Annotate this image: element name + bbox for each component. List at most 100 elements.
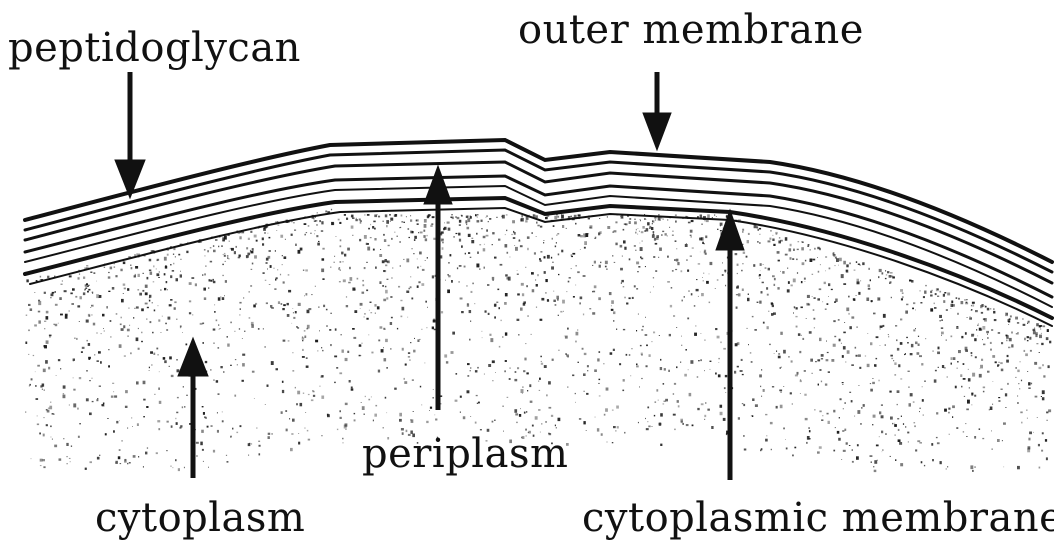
speckle bbox=[521, 215, 523, 217]
speckle bbox=[181, 259, 182, 260]
speckle bbox=[178, 254, 180, 256]
speckle bbox=[259, 445, 261, 447]
speckle bbox=[818, 271, 820, 273]
speckle bbox=[476, 233, 478, 235]
speckle bbox=[321, 230, 323, 232]
speckle bbox=[889, 391, 891, 393]
speckle bbox=[288, 274, 290, 275]
speckle bbox=[442, 242, 444, 244]
speckle bbox=[603, 363, 605, 364]
speckle bbox=[218, 246, 219, 248]
speckle bbox=[806, 318, 807, 319]
speckle bbox=[642, 241, 643, 242]
speckle bbox=[347, 351, 349, 353]
speckle bbox=[110, 267, 113, 270]
speckle bbox=[76, 338, 78, 340]
speckle bbox=[501, 320, 502, 321]
speckle bbox=[949, 434, 950, 435]
speckle bbox=[410, 219, 412, 221]
speckle bbox=[89, 380, 91, 381]
speckle bbox=[551, 266, 554, 269]
speckle bbox=[525, 267, 526, 268]
speckle bbox=[149, 300, 150, 301]
speckle bbox=[972, 302, 975, 304]
speckle bbox=[624, 297, 626, 299]
speckle bbox=[339, 222, 341, 224]
speckle bbox=[778, 356, 781, 359]
speckle bbox=[383, 234, 385, 236]
speckle bbox=[479, 244, 481, 245]
speckle bbox=[195, 283, 197, 286]
speckle bbox=[46, 424, 48, 426]
speckle bbox=[635, 250, 636, 251]
speckle bbox=[390, 221, 391, 222]
speckle bbox=[531, 272, 534, 275]
speckle bbox=[948, 412, 949, 414]
speckle bbox=[545, 292, 546, 293]
speckle bbox=[802, 262, 805, 265]
speckle bbox=[841, 343, 842, 344]
speckle bbox=[497, 289, 499, 291]
speckle bbox=[73, 403, 76, 407]
speckle bbox=[170, 264, 172, 265]
speckle bbox=[130, 352, 132, 354]
speckle bbox=[792, 258, 794, 260]
speckle bbox=[102, 314, 105, 317]
speckle bbox=[340, 245, 342, 247]
speckle bbox=[362, 280, 363, 282]
speckle bbox=[459, 220, 461, 223]
speckle bbox=[846, 270, 849, 273]
speckle bbox=[355, 219, 357, 221]
speckle bbox=[326, 325, 327, 327]
speckle bbox=[773, 235, 774, 236]
speckle bbox=[312, 390, 313, 392]
speckle bbox=[656, 235, 659, 238]
speckle bbox=[35, 385, 37, 387]
speckle bbox=[805, 418, 808, 420]
speckle bbox=[819, 411, 821, 413]
speckle bbox=[743, 252, 745, 254]
speckle bbox=[150, 321, 152, 323]
speckle bbox=[1039, 467, 1041, 469]
speckle bbox=[640, 247, 643, 251]
speckle bbox=[992, 381, 993, 382]
speckle bbox=[141, 332, 142, 334]
speckle bbox=[907, 342, 909, 344]
speckle bbox=[974, 436, 976, 439]
speckle bbox=[477, 252, 479, 254]
speckle bbox=[50, 297, 52, 298]
speckle bbox=[720, 342, 721, 344]
speckle bbox=[73, 389, 75, 391]
speckle bbox=[539, 390, 540, 391]
speckle bbox=[759, 278, 760, 279]
speckle bbox=[607, 216, 608, 217]
speckle bbox=[500, 264, 503, 266]
speckle bbox=[527, 248, 529, 250]
speckle bbox=[983, 387, 985, 389]
speckle bbox=[430, 215, 432, 216]
speckle bbox=[59, 297, 62, 300]
speckle bbox=[170, 275, 172, 278]
speckle bbox=[572, 253, 575, 255]
speckle bbox=[752, 415, 753, 417]
speckle bbox=[612, 410, 614, 411]
speckle bbox=[831, 359, 834, 362]
speckle bbox=[645, 334, 648, 336]
speckle bbox=[379, 281, 381, 284]
speckle bbox=[459, 224, 461, 226]
speckle bbox=[295, 387, 296, 389]
speckle bbox=[987, 308, 990, 311]
speckle bbox=[1042, 397, 1045, 400]
speckle bbox=[663, 383, 665, 385]
speckle bbox=[841, 459, 842, 460]
speckle bbox=[304, 330, 306, 332]
speckle bbox=[385, 265, 387, 267]
speckle bbox=[250, 250, 251, 252]
speckle bbox=[79, 321, 80, 322]
speckle bbox=[364, 316, 365, 317]
speckle bbox=[83, 292, 85, 295]
speckle bbox=[474, 303, 475, 304]
speckle bbox=[341, 334, 342, 335]
speckle bbox=[842, 430, 844, 432]
speckle bbox=[1042, 364, 1044, 366]
